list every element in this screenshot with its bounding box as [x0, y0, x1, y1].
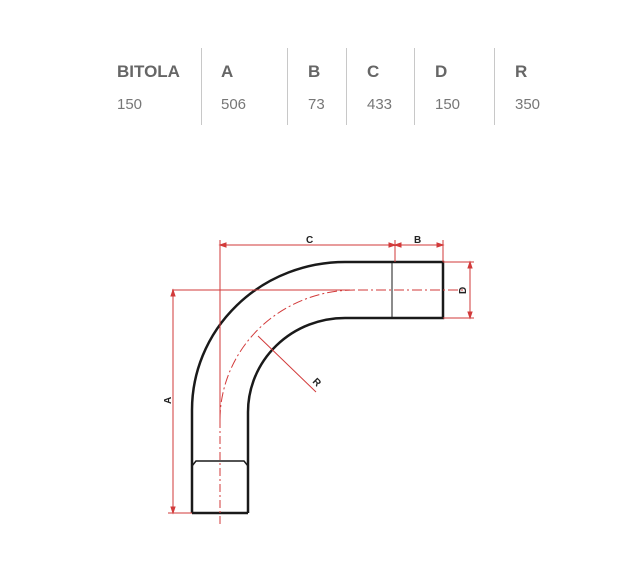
column-c: C 433 [346, 48, 414, 125]
bottom-socket-step [191, 460, 249, 467]
label-d: D [458, 287, 469, 294]
column-bitola: BITOLA 150 [117, 48, 201, 125]
dimension-lines [168, 240, 474, 525]
header-c: C [367, 62, 380, 81]
header-a: A [221, 62, 234, 81]
pipe-outline [190, 260, 445, 515]
inner-curve [246, 316, 392, 513]
dimension-table: BITOLA 150 A 506 B 73 C 433 D 150 R 350 [100, 48, 575, 125]
value-d: 150 [435, 96, 461, 113]
header-b: B [308, 62, 321, 81]
column-a: A 506 [201, 48, 287, 125]
value-r: 350 [515, 96, 541, 113]
label-a: A [163, 397, 174, 404]
label-b: B [414, 235, 421, 246]
value-b: 73 [308, 96, 325, 113]
column-r: R 350 [494, 48, 575, 125]
value-bitola: 150 [117, 96, 143, 113]
column-b: B 73 [287, 48, 346, 125]
header-bitola: BITOLA [117, 62, 180, 81]
label-c: C [306, 235, 313, 246]
column-d: D 150 [414, 48, 494, 125]
value-c: 433 [367, 96, 393, 113]
header-d: D [435, 62, 448, 81]
value-a: 506 [221, 96, 247, 113]
header-r: R [515, 62, 528, 81]
outer-curve [190, 260, 392, 513]
